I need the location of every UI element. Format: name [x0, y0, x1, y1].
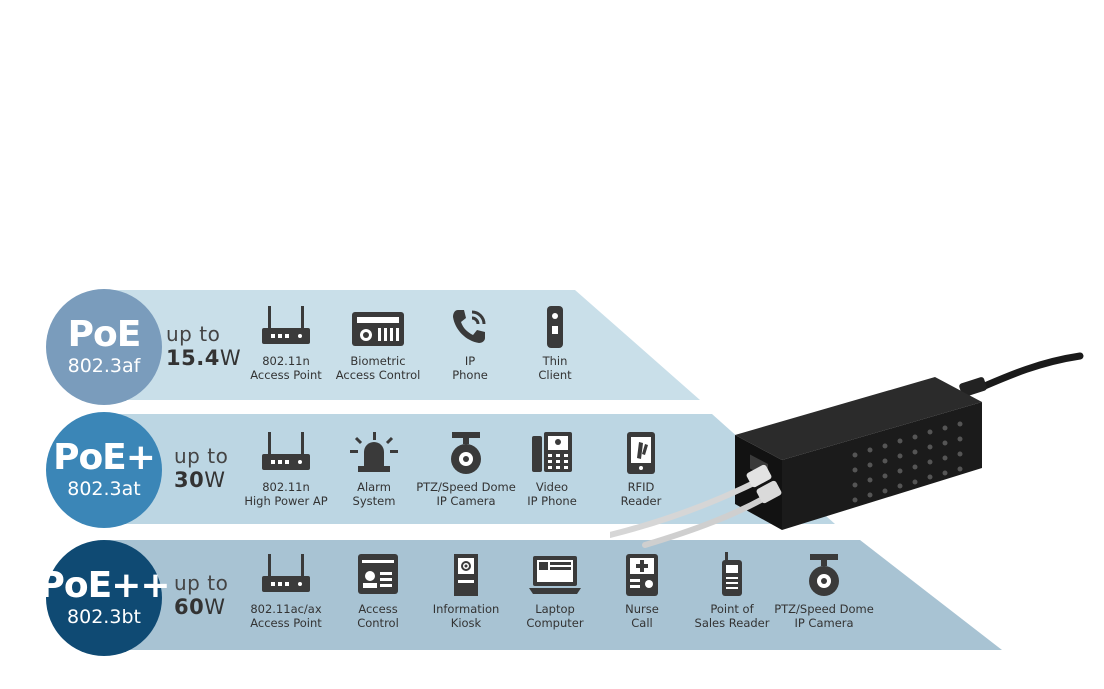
row-1-badge: PoE 802.3af [46, 289, 162, 405]
row-1-item-2: Biometric Access Control [328, 304, 428, 382]
row-3-item-4-label: Laptop Computer [526, 602, 584, 630]
row-1-item-1: 802.11n Access Point [236, 304, 336, 382]
video-phone-icon [532, 432, 572, 472]
row-3-item-3: Information Kiosk [416, 552, 516, 630]
phone-icon [453, 310, 486, 343]
row-2-item-5-label: RFID Reader [620, 480, 662, 508]
row-2-item-1-label: 802.11n High Power AP [244, 480, 328, 508]
row-2-item-1: 802.11n High Power AP [236, 430, 336, 508]
row-2-item-2-label: Alarm System [352, 480, 396, 508]
router-icon [262, 554, 310, 592]
router-icon [262, 432, 310, 470]
row-2-item-4: Video IP Phone [502, 430, 602, 508]
row-2-item-3: PTZ/Speed Dome IP Camera [416, 430, 516, 508]
rfid-icon [627, 432, 655, 474]
access-card-icon [358, 554, 398, 594]
row-2-item-2: Alarm System [324, 430, 424, 508]
row-1-item-4-label: Thin Client [538, 354, 572, 382]
row-2-watt-num: 30 [174, 468, 205, 492]
row-3-watt-num: 60 [174, 595, 205, 619]
row-1-power: up to 15.4W [166, 322, 241, 370]
row-3-badge-sub: 802.3bt [67, 606, 141, 628]
row-2-badge-sub: 802.3at [67, 478, 141, 500]
walkie-talkie-icon [722, 552, 742, 596]
row-1-watt-unit: W [219, 346, 242, 370]
row-3-item-7-label: PTZ/Speed Dome IP Camera [774, 602, 874, 630]
row-1-item-3-label: IP Phone [452, 354, 488, 382]
ptz-camera-icon [451, 432, 481, 474]
thin-client-icon [547, 306, 563, 348]
row-1-badge-sub: 802.3af [67, 355, 141, 377]
row-1-item-3: IP Phone [420, 304, 520, 382]
poe-injector-image [610, 352, 1084, 548]
row-3-item-1: 802.11ac/ax Access Point [236, 552, 336, 630]
row-3-power: up to 60W [174, 571, 228, 619]
row-2-upto: up to [174, 444, 229, 468]
row-3-item-5-label: Nurse Call [625, 602, 659, 630]
ptz-camera-icon [809, 554, 839, 596]
row-2-power: up to 30W [174, 444, 228, 492]
row-3-badge: PoE++ 802.3bt [38, 540, 171, 656]
row-3-item-1-label: 802.11ac/ax Access Point [250, 602, 322, 630]
row-2-watt-unit: W [204, 468, 226, 492]
row-3-watt-unit: W [204, 595, 226, 619]
alarm-icon [350, 432, 398, 472]
row-3-band [100, 540, 1002, 650]
biometric-icon [352, 312, 404, 346]
row-3-item-6-label: Point of Sales Reader [694, 602, 770, 630]
nurse-call-icon [626, 554, 658, 596]
row-1-item-1-label: 802.11n Access Point [250, 354, 322, 382]
row-3-badge-main: PoE++ [38, 565, 170, 606]
row-3-item-3-label: Information Kiosk [432, 602, 500, 630]
row-3-item-5: Nurse Call [592, 552, 692, 630]
row-2-item-5: RFID Reader [591, 430, 691, 508]
row-2-badge: PoE+ 802.3at [46, 412, 162, 528]
row-3-upto: up to [174, 571, 229, 595]
kiosk-icon [454, 554, 478, 596]
row-3-item-2: Access Control [328, 552, 428, 630]
row-2-item-3-label: PTZ/Speed Dome IP Camera [416, 480, 516, 508]
row-2-badge-main: PoE+ [53, 437, 156, 478]
row-3-item-7: PTZ/Speed Dome IP Camera [774, 552, 874, 630]
row-3-item-6: Point of Sales Reader [682, 552, 782, 630]
row-3-item-2-label: Access Control [357, 602, 399, 630]
laptop-icon [529, 556, 581, 594]
row-3-item-4: Laptop Computer [505, 552, 605, 630]
row-1-item-2-label: Biometric Access Control [335, 354, 421, 382]
router-icon [262, 306, 310, 344]
row-1-badge-main: PoE [67, 314, 142, 355]
row-2-item-4-label: Video IP Phone [527, 480, 577, 508]
row-1-upto: up to [166, 322, 221, 346]
row-1-item-4: Thin Client [505, 304, 605, 382]
row-1-watt-num: 15.4 [166, 346, 220, 370]
